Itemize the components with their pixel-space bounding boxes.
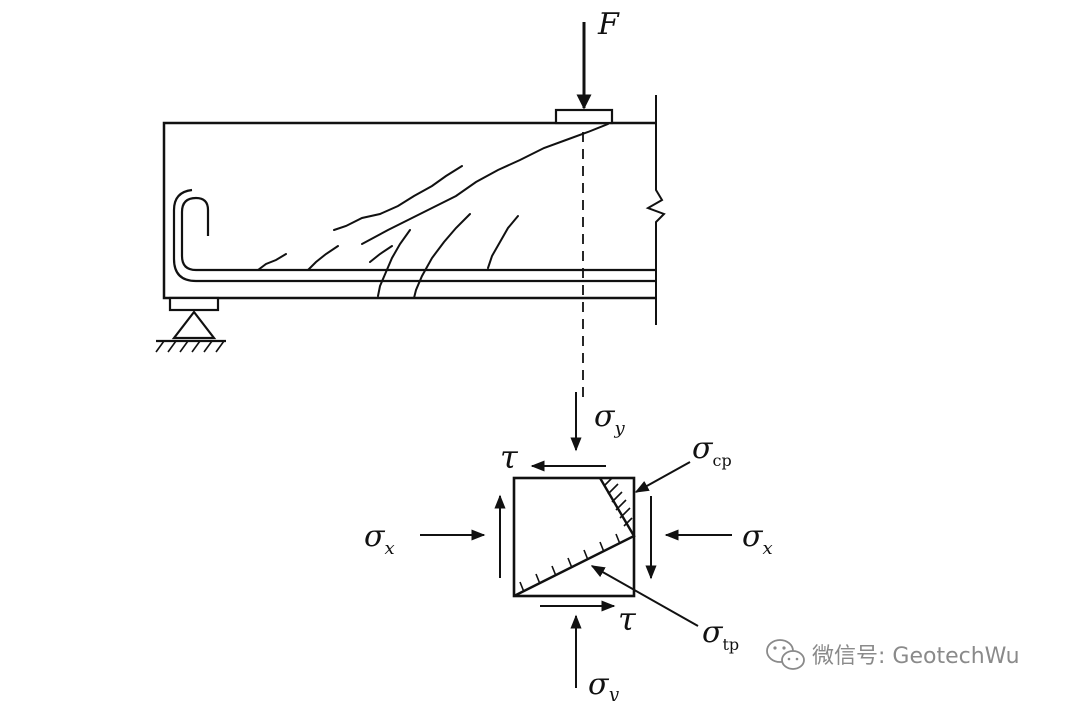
stress-element-square	[512, 476, 636, 598]
shear-cracks	[257, 123, 609, 299]
tau-bottom-label: τ	[618, 600, 637, 638]
support-plate	[168, 296, 220, 312]
crack-upper	[333, 165, 463, 231]
sigma-x-right-label: σx	[742, 519, 773, 559]
load-plate	[554, 108, 614, 125]
crack-branch-3	[487, 215, 519, 269]
watermark: 微信号: GeotechWu	[766, 639, 1020, 670]
sigma-y-bottom-label: σy	[588, 667, 619, 701]
sigma-tp-arrow	[590, 565, 699, 627]
sigma-tp-label: σtp	[702, 615, 739, 654]
sigma-cp-arrow	[634, 461, 691, 493]
beam-support	[155, 296, 226, 353]
reinforcement-bar	[172, 188, 656, 283]
hatching-upper	[603, 477, 633, 527]
crack-flexural-1	[257, 253, 287, 271]
tau-top-label: τ	[500, 438, 519, 476]
force-label: F	[597, 7, 620, 42]
crack-flexural-2	[307, 245, 339, 271]
crack-flexural-3	[369, 245, 393, 263]
support-hatching	[155, 340, 225, 353]
sigma-x-left-label: σx	[364, 519, 395, 559]
beam	[162, 95, 666, 325]
beam-outline	[162, 121, 656, 300]
crack-branch-2	[413, 213, 471, 299]
crack-branch-1	[377, 229, 411, 297]
hatching-lower	[519, 533, 621, 593]
support-triangle	[171, 310, 217, 340]
sigma-y-top-label: σy	[594, 399, 625, 439]
watermark-text: 微信号: GeotechWu	[812, 644, 1020, 669]
crack-main	[361, 123, 609, 245]
stress-element	[512, 476, 636, 598]
wechat-icon	[766, 639, 805, 670]
beam-break-line	[645, 95, 666, 325]
sigma-cp-label: σcp	[692, 431, 732, 470]
principal-plane-diagonals	[513, 477, 636, 598]
